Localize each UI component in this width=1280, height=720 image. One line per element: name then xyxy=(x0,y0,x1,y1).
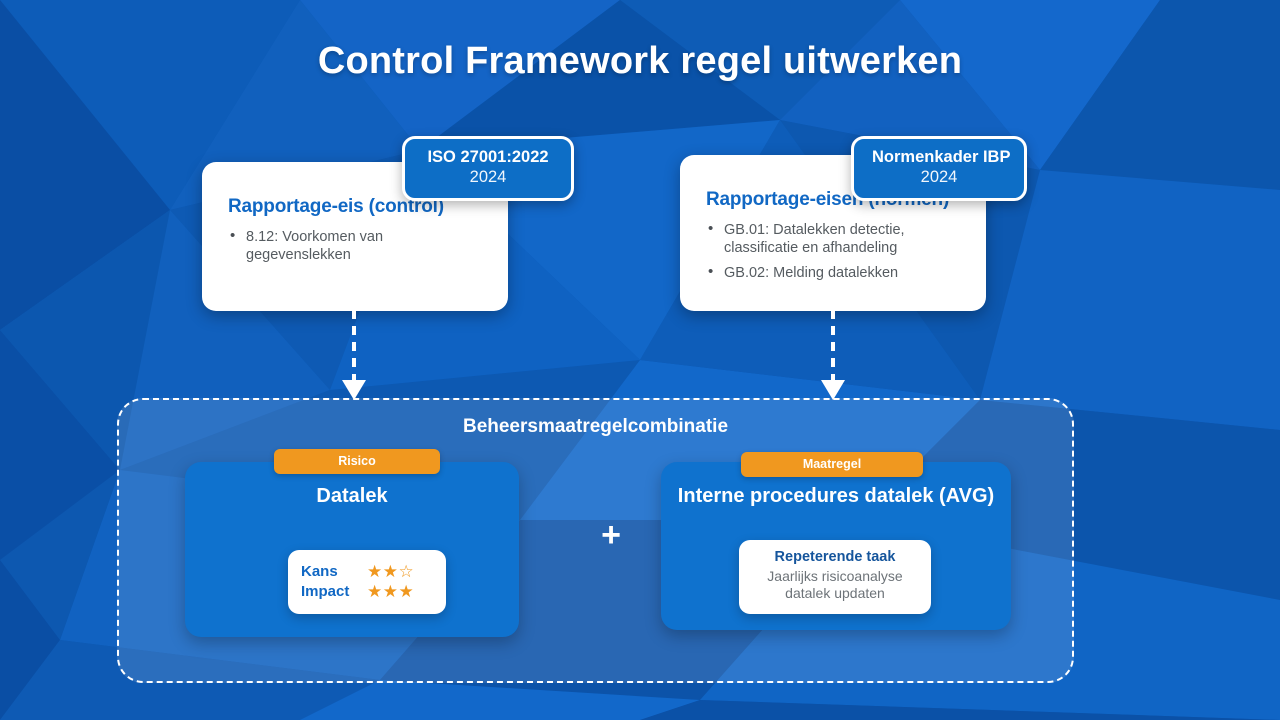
risk-panel: Datalek Kans ★★☆ Impact ★★★ xyxy=(185,462,519,637)
requirement-card-normen: Rapportage-eisen (normen) GB.01: Datalek… xyxy=(680,155,986,311)
rating-row-kans: Kans ★★☆ xyxy=(301,563,433,580)
arrow-down-icon-right xyxy=(821,310,845,400)
tag-maatregel: Maatregel xyxy=(741,452,923,477)
risk-heading: Datalek xyxy=(316,485,388,507)
combination-title: Beheersmaatregelcombinatie xyxy=(462,416,729,437)
arrow-down-icon-left xyxy=(342,310,366,400)
rating-label: Impact xyxy=(301,583,350,600)
requirement-list: 8.12: Voorkomen van gegevenslekken xyxy=(228,227,486,264)
tag-risico: Risico xyxy=(274,449,440,474)
measure-panel: Interne procedures datalek (AVG) Repeter… xyxy=(661,462,1011,630)
task-title: Repeterende taak xyxy=(774,549,896,565)
rating-stars: ★★★ xyxy=(367,582,415,601)
page-title: Control Framework regel uitwerken xyxy=(317,40,963,82)
standard-year: 2024 xyxy=(469,167,507,186)
list-item: 8.12: Voorkomen van gegevenslekken xyxy=(228,227,486,264)
list-item: GB.02: Melding datalekken xyxy=(706,263,964,282)
risk-rating-card: Kans ★★☆ Impact ★★★ xyxy=(288,550,446,614)
repeating-task-card: Repeterende taak Jaarlijks risicoanalyse… xyxy=(739,540,931,614)
combination-container: Beheersmaatregelcombinatie Datalek Kans … xyxy=(117,398,1074,683)
standard-badge-normenkader: Normenkader IBP 2024 xyxy=(851,136,1027,201)
list-item: GB.01: Datalekken detectie, classificati… xyxy=(706,220,964,257)
standard-year: 2024 xyxy=(920,167,958,186)
standard-badge-iso: ISO 27001:2022 2024 xyxy=(402,136,574,201)
rating-stars: ★★☆ xyxy=(367,562,415,581)
standard-name: Normenkader IBP xyxy=(872,148,1011,166)
task-description: Jaarlijks risicoanalyse datalek updaten xyxy=(767,568,903,602)
requirement-list: GB.01: Datalekken detectie, classificati… xyxy=(706,220,964,282)
rating-label: Kans xyxy=(301,563,338,580)
measure-heading: Interne procedures datalek (AVG) xyxy=(677,485,995,507)
standard-name: ISO 27001:2022 xyxy=(427,148,549,166)
requirement-card-title: Rapportage-eis (control) xyxy=(228,196,444,217)
plus-operator-icon: + xyxy=(601,516,621,554)
rating-row-impact: Impact ★★★ xyxy=(301,583,433,600)
